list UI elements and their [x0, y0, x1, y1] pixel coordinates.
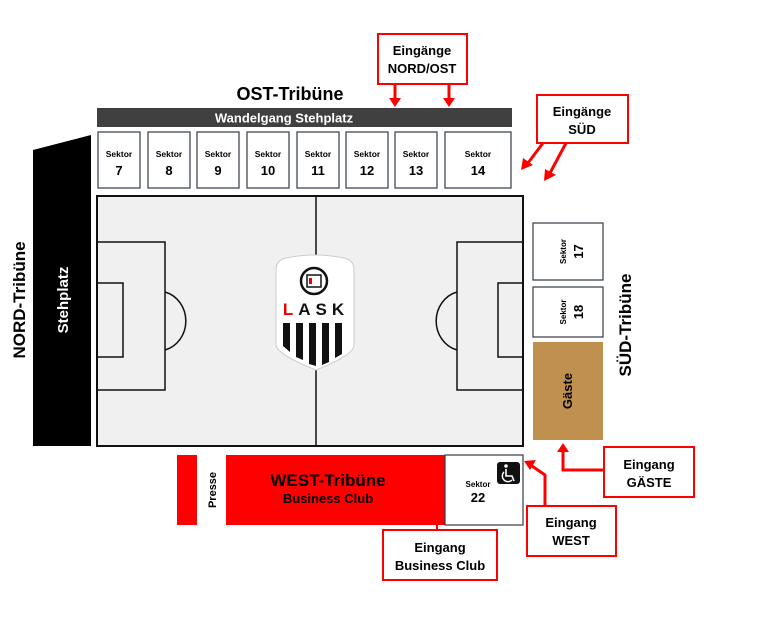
sector-number: 9 — [214, 163, 221, 178]
sector-number: 12 — [360, 163, 374, 178]
svg-text:Business Club: Business Club — [395, 558, 485, 573]
wandelgang-bar — [97, 108, 512, 127]
logo-text: LASK — [283, 300, 349, 319]
sector-label: Sektor — [354, 149, 381, 159]
sector-label: Sektor — [403, 149, 430, 159]
sector-13[interactable]: Sektor 13 — [394, 131, 438, 189]
svg-text:Eingänge: Eingänge — [393, 43, 452, 58]
sector-box[interactable] — [196, 131, 240, 189]
sector-14[interactable]: Sektor 14 — [444, 131, 512, 189]
ost-tribune-title: OST-Tribüne — [236, 84, 343, 104]
svg-text:Eingänge: Eingänge — [553, 104, 612, 119]
entrance-nord-ost: Eingänge NORD/OST — [377, 33, 468, 107]
sector-label: Sektor — [156, 149, 183, 159]
sector-number: 18 — [571, 305, 586, 319]
west-tribune-title: WEST-Tribüne — [270, 471, 385, 490]
sector-11[interactable]: Sektor 11 — [296, 131, 340, 189]
svg-text:Eingang: Eingang — [545, 515, 596, 530]
svg-text:SÜD: SÜD — [568, 122, 595, 137]
svg-text:Eingang: Eingang — [623, 457, 674, 472]
sector-box[interactable] — [296, 131, 340, 189]
nord-tribune-title: NORD-Tribüne — [10, 241, 29, 358]
sector-number: 13 — [409, 163, 423, 178]
presse-label: Presse — [207, 472, 219, 508]
sector-label: Sektor — [559, 239, 568, 264]
entrance-west: Eingang WEST — [524, 460, 617, 557]
pitch — [96, 195, 524, 447]
gaeste-sector[interactable] — [533, 342, 603, 440]
wheelchair-icon — [497, 462, 520, 484]
sector-number: 14 — [471, 163, 486, 178]
nord-tribune-stand[interactable] — [33, 135, 91, 446]
sector-box[interactable] — [532, 286, 604, 338]
entrance-gaeste: Eingang GÄSTE — [557, 443, 695, 498]
svg-text:GÄSTE: GÄSTE — [627, 475, 672, 490]
gaeste-label: Gäste — [560, 373, 575, 409]
sector-label: Sektor — [466, 480, 491, 489]
sector-label: Sektor — [255, 149, 282, 159]
presse-area[interactable] — [177, 455, 197, 525]
sector-box[interactable] — [97, 131, 141, 189]
sector-label: Sektor — [305, 149, 332, 159]
svg-text:NORD/OST: NORD/OST — [388, 61, 457, 76]
sector-box[interactable] — [444, 131, 512, 189]
sector-12[interactable]: Sektor 12 — [345, 131, 389, 189]
sector-box[interactable] — [345, 131, 389, 189]
sector-box[interactable] — [147, 131, 191, 189]
lask-logo: LASK — [275, 254, 355, 371]
sector-number: 8 — [165, 163, 172, 178]
sector-number: 11 — [311, 163, 325, 178]
sued-tribune-title: SÜD-Tribüne — [616, 274, 635, 377]
sector-label: Sektor — [106, 149, 133, 159]
sector-label: Sektor — [559, 300, 568, 325]
wandelgang-label: Wandelgang Stehplatz — [215, 111, 354, 126]
sector-number: 17 — [571, 244, 586, 258]
entrance-sued: Eingänge SÜD — [521, 94, 629, 181]
entrance-business-club: Eingang Business Club — [382, 525, 498, 581]
west-tribune-business-club[interactable] — [226, 455, 445, 525]
stehplatz-label: Stehplatz — [55, 267, 72, 334]
svg-text:WEST: WEST — [552, 533, 590, 548]
sector-number: 7 — [115, 163, 122, 178]
sector-9[interactable]: Sektor 9 — [196, 131, 240, 189]
sector-10[interactable]: Sektor 10 — [246, 131, 290, 189]
sector-box[interactable] — [394, 131, 438, 189]
sector-7[interactable]: Sektor 7 — [97, 131, 141, 189]
sector-label: Sektor — [465, 149, 492, 159]
sector-label: Sektor — [205, 149, 232, 159]
sector-number: 10 — [261, 163, 275, 178]
sector-box[interactable] — [246, 131, 290, 189]
business-club-label: Business Club — [283, 491, 373, 506]
sector-8[interactable]: Sektor 8 — [147, 131, 191, 189]
sector-number: 22 — [471, 490, 485, 505]
svg-text:Eingang: Eingang — [414, 540, 465, 555]
sector-box[interactable] — [532, 222, 604, 281]
